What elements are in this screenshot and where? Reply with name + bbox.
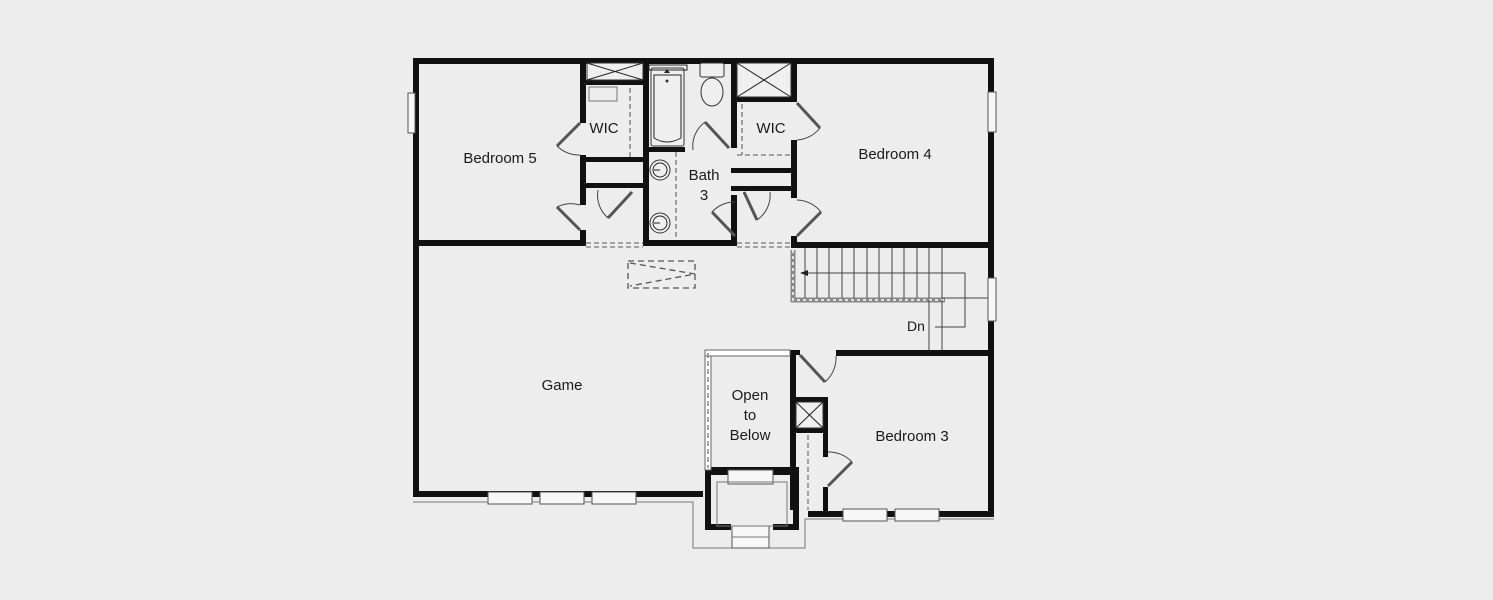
dashed-lines [586, 88, 809, 510]
attic-access-icon [627, 260, 696, 289]
toilet-icon [699, 62, 725, 107]
room-label-open-line1: Open [732, 387, 769, 404]
room-label-wic-right: WIC [756, 120, 785, 137]
open-to-below-railing [704, 349, 791, 471]
room-label-bath-3-line1: Bath [689, 167, 720, 184]
window-icon [407, 91, 997, 549]
room-label-bedroom-3: Bedroom 3 [875, 428, 948, 445]
interior-walls [413, 58, 994, 515]
room-label-open-line3: Below [730, 427, 771, 444]
room-label-wic-left: WIC [589, 120, 618, 137]
bathtub-icon [650, 67, 685, 147]
room-label-game: Game [542, 377, 583, 394]
exterior-walls [413, 58, 994, 549]
stair-railing [790, 250, 945, 303]
door-swing-icon [555, 101, 854, 488]
stair-arrow-icon [800, 270, 808, 276]
sink-icon [649, 159, 671, 234]
stairs-down-label: Dn [907, 318, 925, 334]
linen-closet-icon [586, 62, 824, 429]
room-label-bath-3-line2: 3 [700, 187, 708, 204]
room-label-bedroom-4: Bedroom 4 [858, 146, 931, 163]
room-label-bedroom-5: Bedroom 5 [463, 150, 536, 167]
room-label-open-line2: to [744, 407, 757, 424]
